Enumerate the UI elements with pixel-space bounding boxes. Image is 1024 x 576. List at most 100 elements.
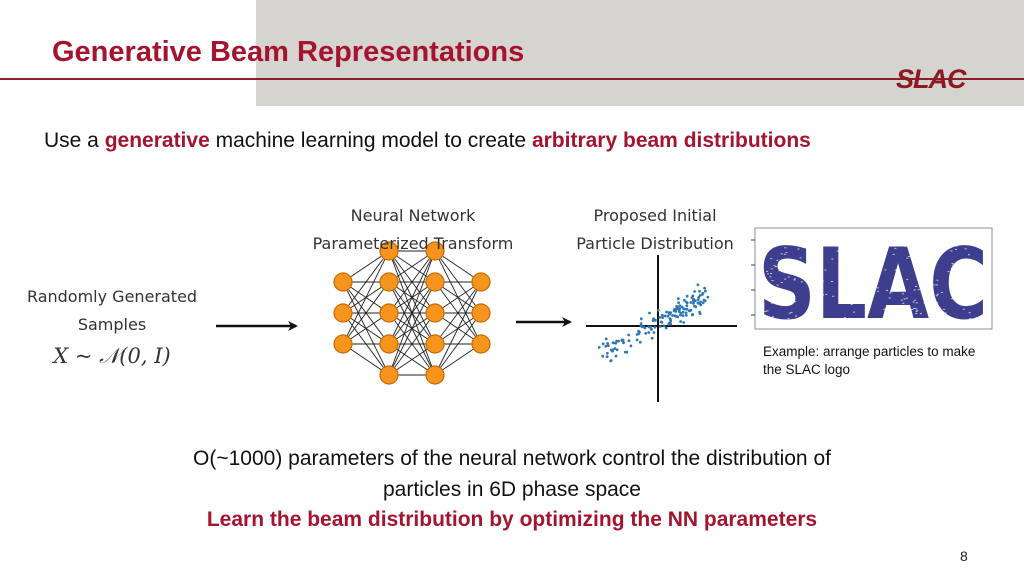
logo-particle-gap bbox=[786, 239, 789, 241]
scatter-point bbox=[684, 311, 688, 315]
nn-edge bbox=[388, 250, 436, 345]
scatter-point bbox=[638, 340, 642, 344]
logo-particle-gap bbox=[968, 312, 971, 314]
scatter-point bbox=[653, 318, 657, 322]
scatter-point bbox=[614, 354, 618, 358]
logo-particle-gap bbox=[865, 231, 868, 233]
nn-edge bbox=[388, 250, 436, 376]
logo-particle-gap bbox=[928, 310, 931, 311]
logo-particle-gap bbox=[951, 263, 954, 264]
logo-particle-gap bbox=[923, 302, 926, 304]
logo-particle-gap bbox=[862, 265, 864, 267]
logo-particle-gap bbox=[863, 234, 866, 236]
logo-particle-gap bbox=[857, 291, 860, 293]
subtitle: Use a generative machine learning model … bbox=[44, 129, 811, 153]
logo-particle-gap bbox=[811, 310, 814, 312]
logo-particle-gap bbox=[759, 259, 762, 261]
scatter-point bbox=[643, 326, 647, 330]
logo-particle-gap bbox=[903, 245, 906, 247]
logo-particle-gap bbox=[766, 310, 769, 312]
logo-particle-gap bbox=[975, 236, 978, 238]
scatter-point bbox=[676, 315, 680, 319]
slac-logo-image: SLAC bbox=[751, 227, 993, 342]
output-caption-line1: Proposed Initial bbox=[593, 206, 717, 225]
logo-particle-gap bbox=[858, 251, 861, 253]
logo-particle-gap bbox=[964, 290, 967, 292]
logo-particle-gap bbox=[800, 281, 803, 283]
logo-particle-gap bbox=[861, 257, 864, 259]
logo-particle-gap bbox=[820, 244, 823, 246]
scatter-point bbox=[681, 314, 685, 318]
scatter-point bbox=[609, 359, 613, 363]
scatter-point bbox=[637, 329, 640, 333]
logo-particle-gap bbox=[813, 235, 815, 237]
logo-particle-gap bbox=[821, 294, 824, 296]
logo-particle-gap bbox=[844, 233, 847, 235]
scatter-point bbox=[688, 309, 692, 313]
logo-particle-gap bbox=[814, 254, 817, 256]
bottom-text-line1: O(~1000) parameters of the neural networ… bbox=[193, 447, 831, 470]
logo-particle-gap bbox=[841, 282, 844, 283]
scatter-point bbox=[674, 308, 677, 312]
logo-particle-gap bbox=[858, 260, 861, 262]
logo-particle-gap bbox=[972, 232, 975, 234]
logo-particle-gap bbox=[867, 280, 870, 282]
logo-particle-gap bbox=[969, 300, 972, 302]
page-title: Generative Beam Representations bbox=[52, 36, 525, 68]
scatter-point bbox=[606, 344, 610, 347]
logo-particle-gap bbox=[884, 269, 887, 271]
logo-particle-gap bbox=[894, 269, 897, 271]
logo-particle-gap bbox=[947, 271, 950, 273]
logo-particle-gap bbox=[857, 290, 860, 292]
scatter-point bbox=[659, 320, 663, 324]
scatter-point bbox=[676, 307, 679, 311]
logo-particle-gap bbox=[902, 302, 905, 304]
logo-particle-gap bbox=[919, 257, 922, 259]
scatter-point bbox=[606, 342, 609, 345]
logo-particle-gap bbox=[915, 310, 918, 312]
logo-particle-gap bbox=[895, 290, 898, 292]
logo-particle-gap bbox=[960, 235, 963, 237]
logo-particle-gap bbox=[821, 295, 824, 297]
logo-particle-gap bbox=[968, 299, 971, 301]
logo-particle-gap bbox=[985, 276, 988, 278]
nn-node bbox=[471, 334, 491, 354]
logo-particle-gap bbox=[780, 282, 783, 283]
logo-particle-gap bbox=[888, 297, 891, 299]
logo-particle-gap bbox=[976, 246, 979, 248]
logo-particle-gap bbox=[849, 270, 852, 272]
logo-particle-gap bbox=[933, 260, 936, 262]
nn-node bbox=[379, 303, 399, 323]
logo-particle-gap bbox=[780, 253, 783, 255]
logo-particle-gap bbox=[850, 304, 853, 305]
logo-particle-gap bbox=[770, 258, 773, 260]
scatter-point bbox=[609, 348, 613, 352]
logo-particle-gap bbox=[955, 249, 957, 250]
scatter-point bbox=[627, 339, 631, 343]
scatter-point bbox=[683, 307, 686, 311]
nn-node bbox=[471, 272, 491, 292]
input-caption-line1: Randomly Generated bbox=[26, 287, 198, 306]
logo-particle-gap bbox=[928, 320, 931, 321]
logo-particle-gap bbox=[793, 279, 796, 281]
subtitle-highlight-distributions: arbitrary beam distributions bbox=[531, 129, 811, 152]
logo-particle-gap bbox=[785, 252, 788, 254]
logo-particle-gap bbox=[770, 273, 773, 275]
logo-particle-gap bbox=[974, 296, 977, 298]
scatter-point bbox=[629, 344, 633, 348]
nn-caption: Neural Network Parameterized Transform bbox=[302, 202, 524, 258]
nn-caption-line1: Neural Network bbox=[350, 206, 476, 225]
logo-particle-gap bbox=[913, 289, 916, 291]
scatter-point bbox=[662, 324, 666, 328]
logo-particle-gap bbox=[797, 248, 800, 250]
logo-particle-gap bbox=[897, 234, 900, 236]
scatter-point bbox=[679, 311, 683, 315]
scatter-point bbox=[689, 301, 693, 304]
logo-particle-gap bbox=[794, 263, 797, 265]
logo-particle-gap bbox=[871, 267, 874, 269]
nn-connections bbox=[342, 250, 482, 376]
nn-node bbox=[379, 241, 399, 261]
logo-particle-gap bbox=[940, 292, 943, 293]
logo-particle-gap bbox=[944, 312, 947, 314]
nn-node bbox=[379, 272, 399, 292]
